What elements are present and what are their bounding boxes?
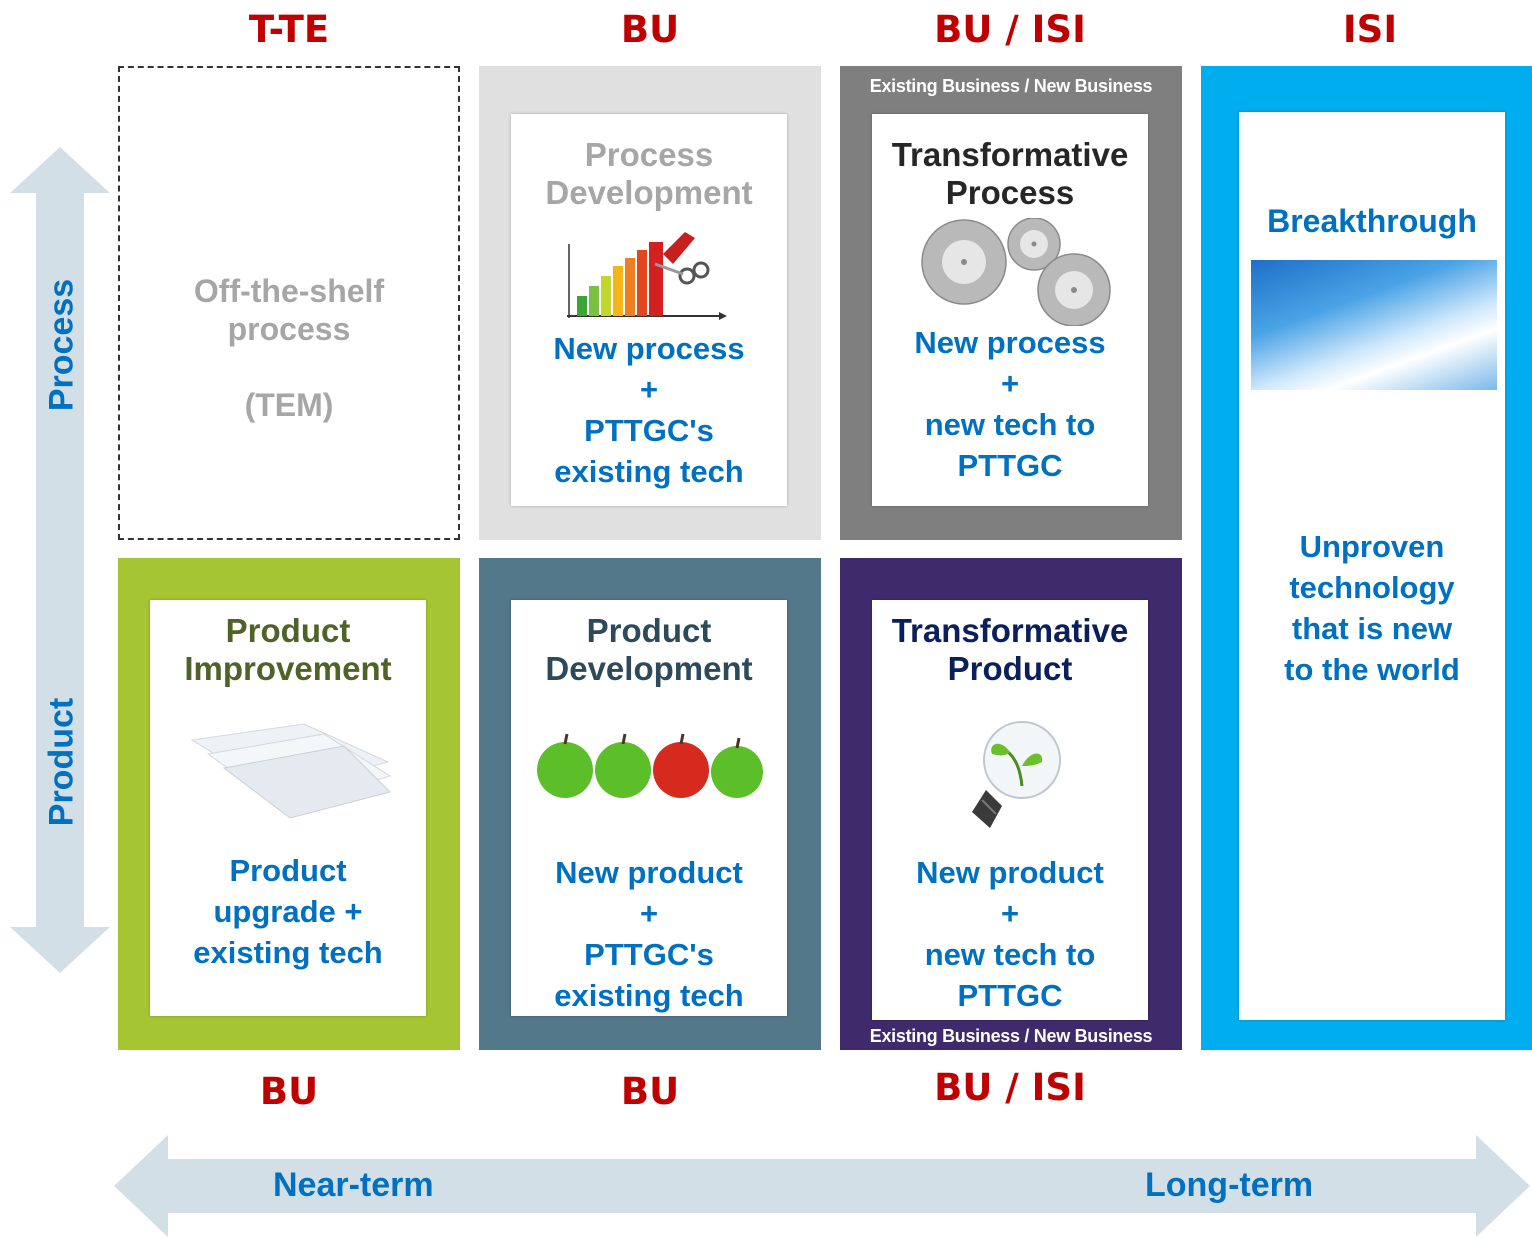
cell-process-development: Process Development New process + PTTGC'… [479,66,821,540]
cell-transformative-product: Transformative Product New product + new… [840,558,1182,1050]
owner-top-isi: ISI [1342,8,1398,51]
trans-product-body: New product + new tech to PTTGC [916,855,1104,1013]
off-shelf-title: Off-the-shelf process [193,273,385,347]
owner-top-bu-isi: BU / ISI [934,8,1086,51]
owner-top-tte: T-TE [248,8,330,51]
product-imp-body: Product upgrade + existing tech [193,853,383,970]
cell-off-the-shelf: Off-the-shelf process (TEM) [118,66,460,540]
band-label-bottom: Existing Business / New Business [869,1026,1153,1046]
paper-sheets-image [190,723,392,819]
axis-label-near-term: Near-term [273,1166,434,1204]
owner-bottom-bu-isi: BU / ISI [934,1066,1086,1109]
product-dev-body: New product + PTTGC's existing tech [554,855,744,1013]
axis-label-product: Product [42,697,81,827]
vertical-axis-arrow [10,147,110,973]
cell-product-development: Product Development New product + PTTGC'… [479,558,821,1050]
process-dev-body: New process + PTTGC's existing tech [553,331,745,489]
trans-process-title: Transformative Process [891,136,1129,211]
trans-process-body: New process + new tech to PTTGC [914,325,1106,483]
breakthrough-body: Unproven technology that is new to the w… [1284,529,1460,687]
sky-image [1251,260,1497,390]
process-dev-title: Process Development [545,136,753,211]
off-shelf-sub: (TEM) [244,387,334,423]
owner-top-bu: BU [620,8,680,51]
owner-bottom-bu-1: BU [259,1070,319,1113]
band-label-top: Existing Business / New Business [869,76,1153,96]
lightbulb-plant-image [972,721,1061,828]
owner-bottom-bu-2: BU [620,1070,680,1113]
cell-transformative-process: Existing Business / New Business Transfo… [840,66,1182,540]
axis-label-long-term: Long-term [1145,1166,1314,1204]
trans-product-title: Transformative Product [891,612,1129,687]
breakthrough-title: Breakthrough [1267,203,1477,239]
gears-image [921,218,1111,326]
apples-image [537,733,763,798]
product-dev-title: Product Development [545,612,753,687]
cell-breakthrough: Breakthrough Unproven technology that is… [1201,66,1532,1050]
horizontal-axis-arrow [114,1135,1530,1237]
bar-chart-scissors-image [567,232,727,320]
product-imp-title: Product Improvement [184,612,392,687]
cell-product-improvement: Product Improvement Product upgrade + ex… [118,558,460,1050]
axis-label-process: Process [42,278,81,412]
